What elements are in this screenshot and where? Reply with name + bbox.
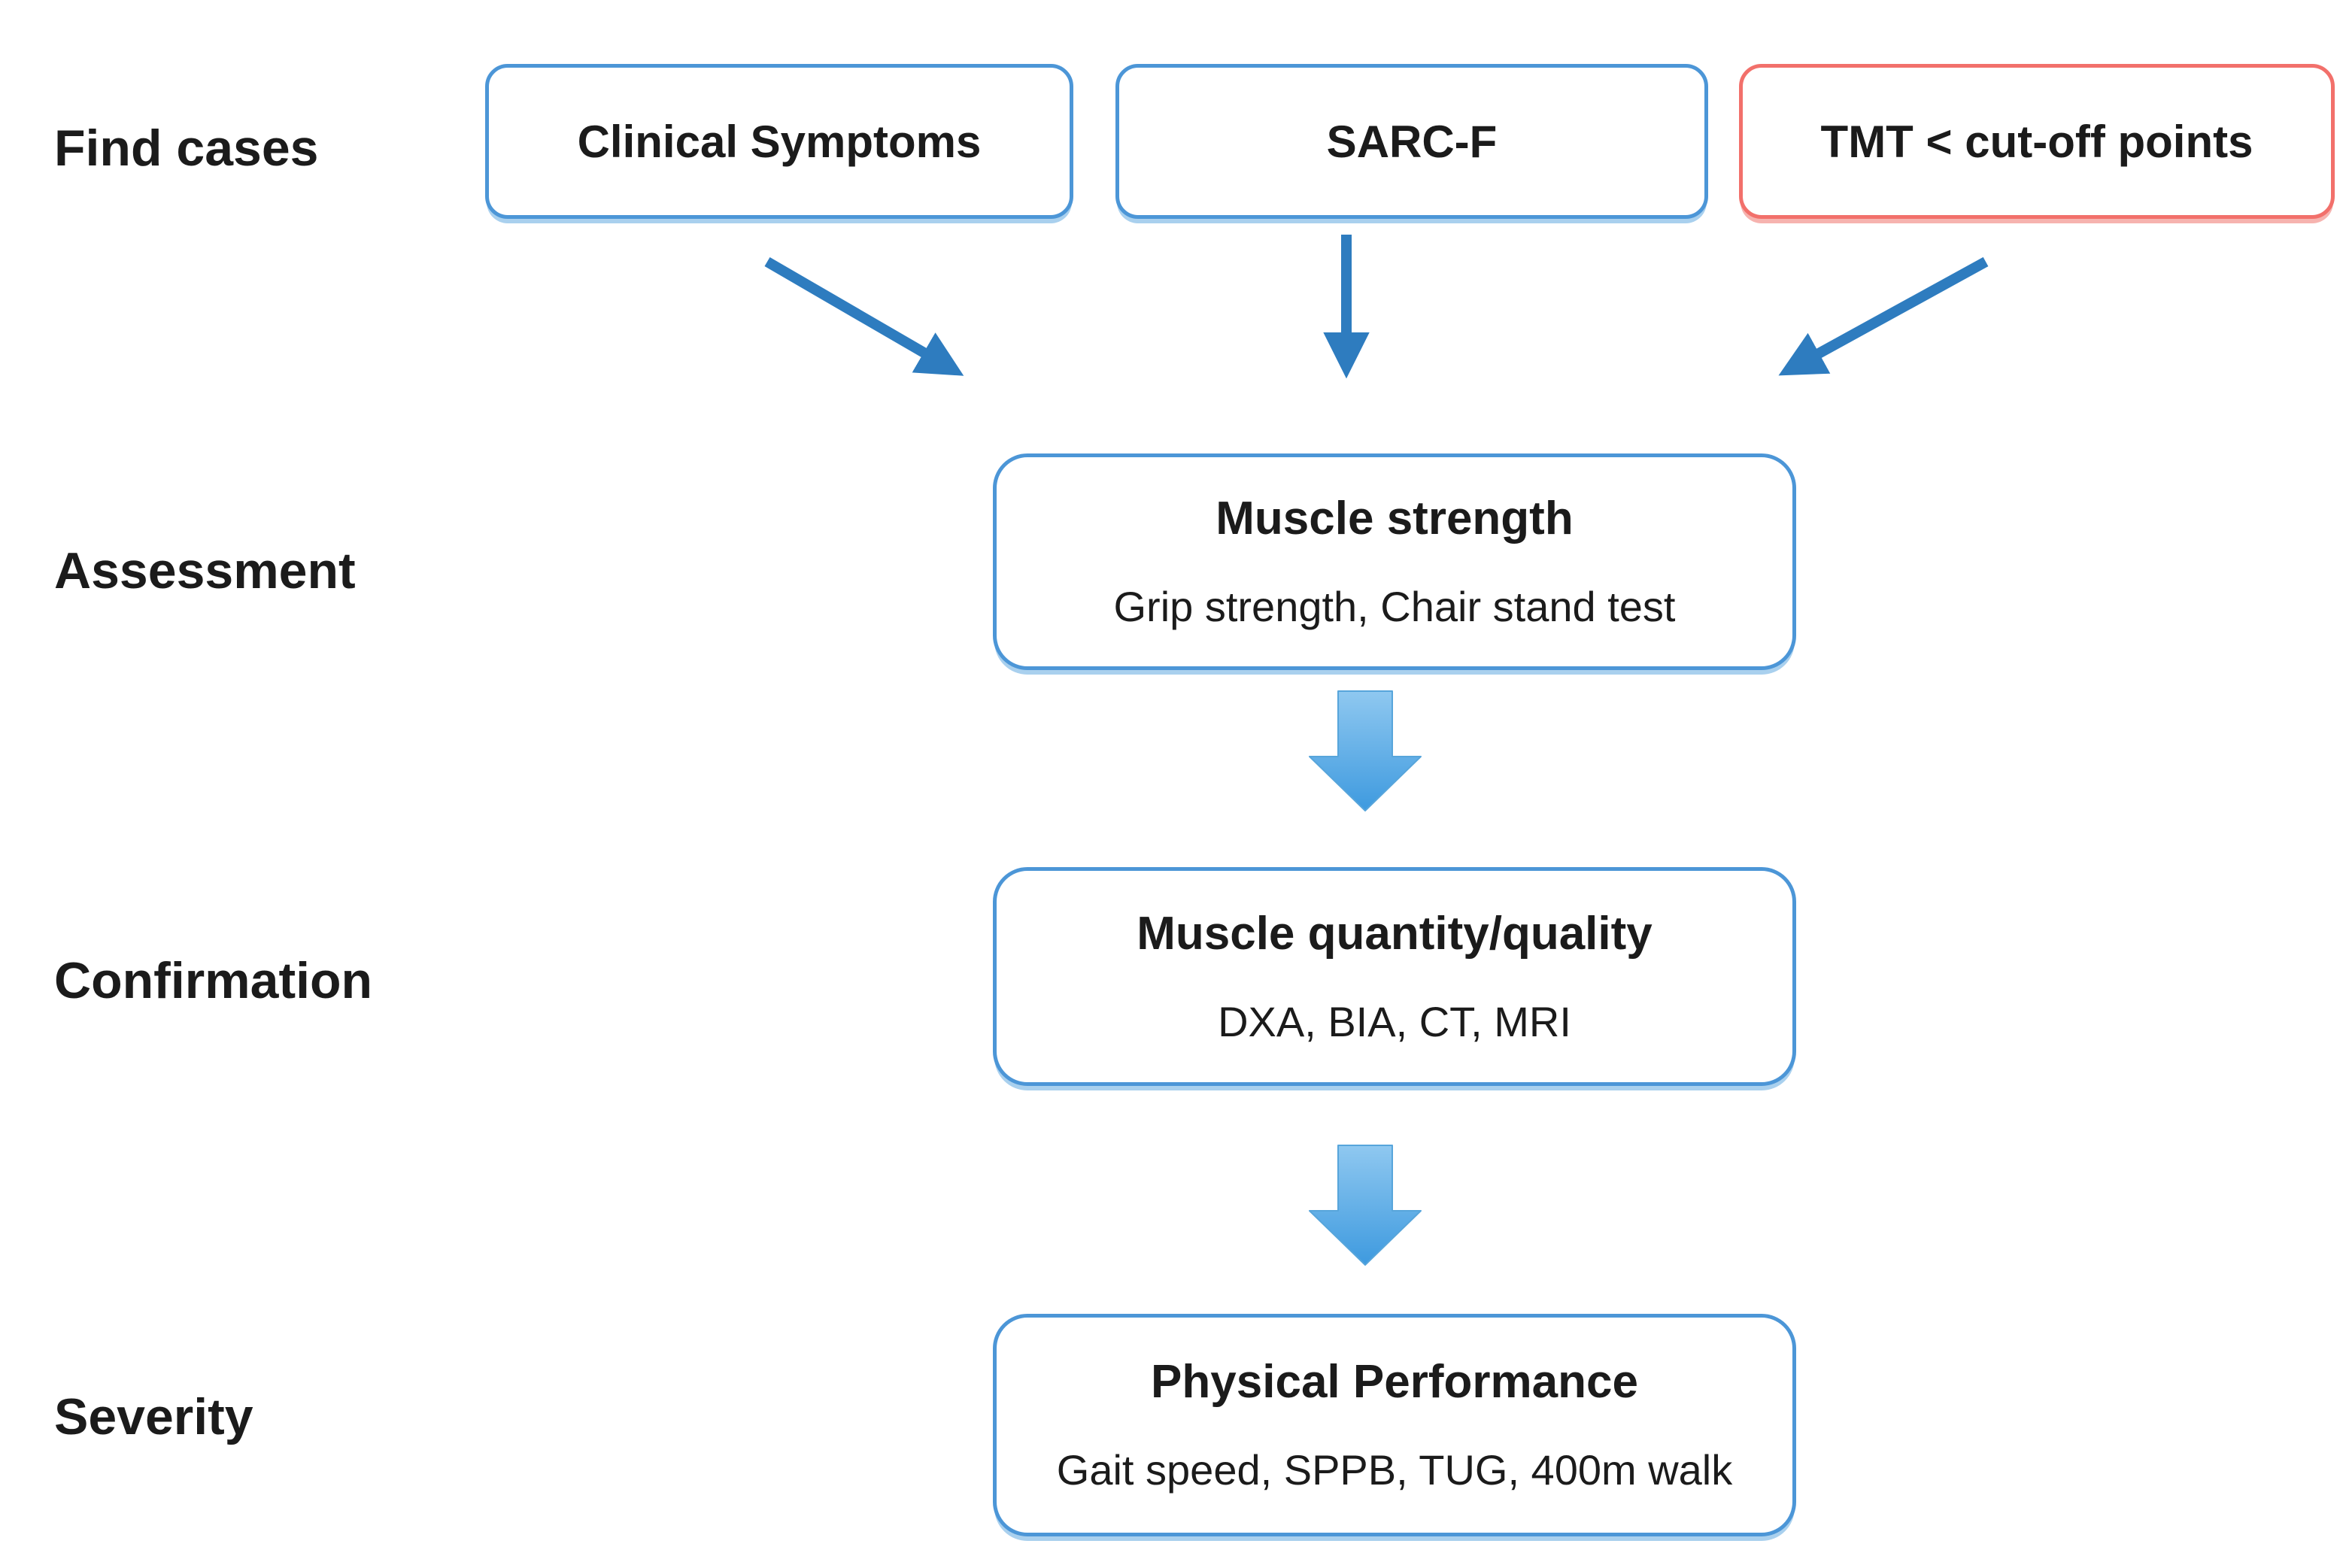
- node-physical-performance: Physical Performance Gait speed, SPPB, T…: [993, 1314, 1796, 1536]
- block-down-arrow-icon: [1309, 1145, 1422, 1266]
- node-muscle-quantity: Muscle quantity/quality DXA, BIA, CT, MR…: [993, 867, 1796, 1086]
- node-muscle-quantity-subtitle: DXA, BIA, CT, MRI: [1218, 997, 1571, 1045]
- node-clinical-symptoms: Clinical Symptoms: [485, 64, 1073, 219]
- node-tmt-cutoff: TMT < cut-off points: [1739, 64, 2335, 219]
- stage-label-assessment: Assessment: [54, 542, 356, 599]
- arrow-tmt-to-strength: [1778, 256, 1989, 376]
- node-muscle-strength: Muscle strength Grip strength, Chair sta…: [993, 453, 1796, 670]
- node-tmt-cutoff-label: TMT < cut-off points: [1820, 116, 2253, 167]
- node-sarc-f: SARC-F: [1115, 64, 1708, 219]
- node-muscle-quantity-title: Muscle quantity/quality: [1137, 907, 1653, 960]
- node-muscle-strength-title: Muscle strength: [1216, 493, 1574, 544]
- arrow-clinical-to-strength: [764, 256, 964, 376]
- stage-label-confirmation: Confirmation: [54, 952, 373, 1009]
- node-sarc-f-label: SARC-F: [1326, 116, 1498, 167]
- node-physical-performance-subtitle: Gait speed, SPPB, TUG, 400m walk: [1056, 1446, 1733, 1494]
- stage-label-severity: Severity: [54, 1388, 253, 1445]
- stage-label-find-cases: Find cases: [54, 120, 319, 177]
- node-muscle-strength-subtitle: Grip strength, Chair stand test: [1113, 583, 1676, 630]
- node-physical-performance-title: Physical Performance: [1151, 1356, 1638, 1408]
- node-clinical-symptoms-label: Clinical Symptoms: [577, 116, 982, 167]
- block-down-arrow-icon: [1309, 690, 1422, 811]
